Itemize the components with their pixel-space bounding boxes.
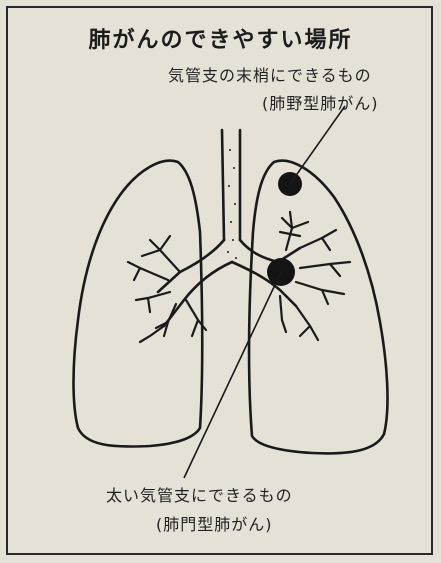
left-main-bronchus xyxy=(158,240,224,292)
right-lung-outline xyxy=(249,161,387,454)
trachea-speckles xyxy=(227,149,237,259)
left-lung-outline xyxy=(74,161,203,447)
central-label-line1: 太い気管支にできるもの xyxy=(106,482,293,506)
leader-lines xyxy=(184,106,345,478)
trachea-left-wall xyxy=(222,130,224,240)
central-leader-line xyxy=(184,272,281,478)
central-label-line2: (肺門型肺がん) xyxy=(156,511,273,535)
left-main-bronchus-lower xyxy=(164,262,232,326)
peripheral-leader-line xyxy=(290,106,345,184)
right-main-bronchus xyxy=(240,240,300,262)
